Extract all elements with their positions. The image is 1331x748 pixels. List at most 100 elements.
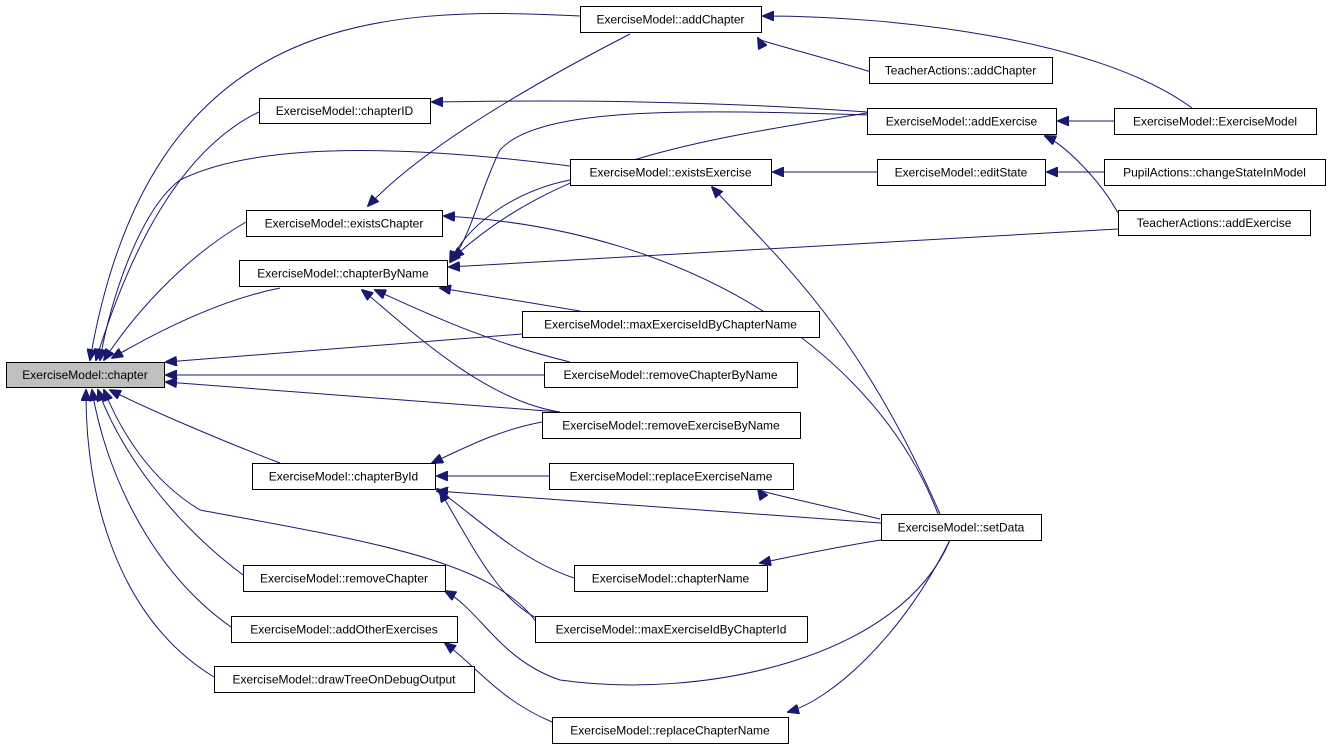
node-box bbox=[570, 159, 772, 186]
node-chaptername[interactable]: ExerciseModel::chapterName bbox=[574, 565, 768, 592]
node-label: TeacherActions::addChapter bbox=[885, 64, 1036, 78]
edge-removeChapterByName-to-chapterByName bbox=[375, 290, 571, 363]
node-removechapter[interactable]: ExerciseModel::removeChapter bbox=[243, 565, 446, 592]
node-box bbox=[881, 514, 1042, 541]
node-drawtree[interactable]: ExerciseModel::drawTreeOnDebugOutput bbox=[214, 666, 475, 693]
node-label: ExerciseModel::chapterById bbox=[269, 470, 418, 484]
edge-setData-to-existsExercise bbox=[712, 187, 941, 515]
edge-chapterName-to-chapterById bbox=[437, 489, 575, 579]
node-addchapter[interactable]: ExerciseModel::addChapter bbox=[580, 6, 762, 33]
node-label: TeacherActions::addExercise bbox=[1137, 216, 1292, 230]
node-pachangestate[interactable]: PupilActions::changeStateInModel bbox=[1104, 159, 1326, 186]
node-label: ExerciseModel::replaceChapterName bbox=[570, 724, 770, 738]
node-existsexercise[interactable]: ExerciseModel::existsExercise bbox=[570, 159, 772, 186]
edge-addExercise-to-chapterID bbox=[432, 101, 868, 113]
edge-maxExById-to-chapter bbox=[104, 390, 541, 629]
node-label: ExerciseModel::addChapter bbox=[596, 13, 744, 27]
node-box bbox=[552, 717, 789, 744]
node-label: ExerciseModel::ExerciseModel bbox=[1133, 115, 1297, 129]
node-label: ExerciseModel::replaceExerciseName bbox=[570, 470, 773, 484]
node-box bbox=[549, 463, 794, 490]
node-chapterid[interactable]: ExerciseModel::chapterID bbox=[259, 98, 431, 124]
node-removechapterbyname[interactable]: ExerciseModel::removeChapterByName bbox=[544, 362, 798, 388]
node-label: ExerciseModel::chapter bbox=[22, 368, 147, 382]
node-box bbox=[1104, 159, 1326, 186]
node-label: ExerciseModel::chapterName bbox=[592, 572, 750, 586]
edge-maxExByName-to-chapter bbox=[166, 333, 523, 362]
node-box bbox=[542, 412, 801, 439]
edge-maxExById-to-chapterById bbox=[440, 491, 541, 621]
node-label: ExerciseModel::setData bbox=[898, 521, 1025, 535]
edge-chapterID-to-chapter bbox=[96, 111, 260, 360]
node-setdata[interactable]: ExerciseModel::setData bbox=[881, 514, 1042, 541]
node-label: ExerciseModel::addOtherExercises bbox=[250, 623, 437, 637]
edge-taAddExercise-to-addExercise bbox=[1045, 136, 1119, 214]
node-addexercise[interactable]: ExerciseModel::addExercise bbox=[867, 108, 1057, 135]
node-label: ExerciseModel::addExercise bbox=[886, 115, 1038, 129]
node-box bbox=[246, 210, 443, 237]
node-box bbox=[6, 362, 165, 388]
node-box bbox=[231, 616, 458, 643]
node-maxexbyname[interactable]: ExerciseModel::maxExerciseIdByChapterNam… bbox=[522, 311, 820, 338]
node-label: ExerciseModel::removeChapterByName bbox=[563, 368, 777, 382]
node-chapterbyname[interactable]: ExerciseModel::chapterByName bbox=[239, 260, 448, 287]
edge-chapterById-to-chapter bbox=[110, 390, 281, 464]
node-removeexercisebyname[interactable]: ExerciseModel::removeExerciseByName bbox=[542, 412, 801, 439]
node-label: ExerciseModel::maxExerciseIdByChapterId bbox=[556, 623, 787, 637]
node-box bbox=[243, 565, 446, 592]
graph-edges bbox=[86, 14, 1193, 723]
edge-setData-to-chapterName bbox=[760, 539, 882, 563]
edge-emCtor-to-addChapter bbox=[763, 16, 1193, 109]
node-box bbox=[522, 311, 820, 338]
edge-removeChapter-to-chapter bbox=[98, 390, 244, 576]
edge-existsExercise-to-chapter bbox=[100, 150, 601, 360]
node-box bbox=[867, 108, 1057, 135]
edge-addChapter-to-existsChapter bbox=[368, 33, 631, 206]
node-label: ExerciseModel::editState bbox=[895, 166, 1028, 180]
edge-setData-to-removeChapter bbox=[445, 539, 951, 686]
node-taaddchapter[interactable]: TeacherActions::addChapter bbox=[869, 57, 1053, 84]
edge-removeExerciseByName-to-chapterById bbox=[432, 421, 543, 463]
edge-chapterByName-to-chapter bbox=[112, 287, 281, 358]
node-box bbox=[580, 6, 762, 33]
node-box bbox=[574, 565, 768, 592]
node-label: ExerciseModel::chapterID bbox=[276, 104, 414, 118]
node-box bbox=[259, 98, 431, 124]
graph-nodes: ExerciseModel::chapterExerciseModel::add… bbox=[6, 6, 1326, 744]
node-label: PupilActions::changeStateInModel bbox=[1123, 166, 1306, 180]
edge-addExercise-to-chapterByName-2 bbox=[450, 111, 868, 262]
node-box bbox=[1118, 210, 1311, 236]
edge-removeExerciseByName-to-chapterByName bbox=[362, 290, 561, 413]
node-box bbox=[877, 159, 1046, 186]
node-chapterbyid[interactable]: ExerciseModel::chapterById bbox=[252, 463, 436, 490]
node-chapter[interactable]: ExerciseModel::chapter bbox=[6, 362, 165, 388]
node-box bbox=[869, 57, 1053, 84]
node-box bbox=[535, 616, 808, 643]
edge-replaceChapterName-to-addOther bbox=[445, 643, 553, 723]
node-maxexbyid[interactable]: ExerciseModel::maxExerciseIdByChapterId bbox=[535, 616, 808, 643]
node-taaddexercise[interactable]: TeacherActions::addExercise bbox=[1118, 210, 1311, 236]
edge-setData-to-replaceExerciseName bbox=[758, 489, 881, 520]
edge-existsChapter-to-chapter bbox=[104, 221, 247, 360]
node-editstate[interactable]: ExerciseModel::editState bbox=[877, 159, 1046, 186]
edge-maxExByName-to-chapterByName bbox=[440, 288, 581, 312]
node-box bbox=[239, 260, 448, 287]
node-label: ExerciseModel::removeExerciseByName bbox=[562, 419, 780, 433]
node-label: ExerciseModel::chapterByName bbox=[257, 267, 429, 281]
node-replaceexercisename[interactable]: ExerciseModel::replaceExerciseName bbox=[549, 463, 794, 490]
edge-taAddChapter-to-addChapter bbox=[758, 38, 882, 76]
node-label: ExerciseModel::removeChapter bbox=[260, 572, 428, 586]
node-emctor[interactable]: ExerciseModel::ExerciseModel bbox=[1114, 108, 1317, 135]
edge-taAddExercise-to-chapterByName bbox=[449, 228, 1119, 267]
node-box bbox=[1114, 108, 1317, 135]
edge-addExercise-to-chapterByName bbox=[453, 112, 868, 258]
edge-addOther-to-chapter bbox=[92, 390, 232, 628]
node-label: ExerciseModel::drawTreeOnDebugOutput bbox=[233, 673, 457, 687]
node-label: ExerciseModel::existsExercise bbox=[589, 166, 751, 180]
node-box bbox=[544, 362, 798, 388]
node-box bbox=[214, 666, 475, 693]
node-replacechaptername[interactable]: ExerciseModel::replaceChapterName bbox=[552, 717, 789, 744]
node-label: ExerciseModel::maxExerciseIdByChapterNam… bbox=[544, 318, 797, 332]
node-existschapter[interactable]: ExerciseModel::existsChapter bbox=[246, 210, 443, 237]
node-addother[interactable]: ExerciseModel::addOtherExercises bbox=[231, 616, 458, 643]
